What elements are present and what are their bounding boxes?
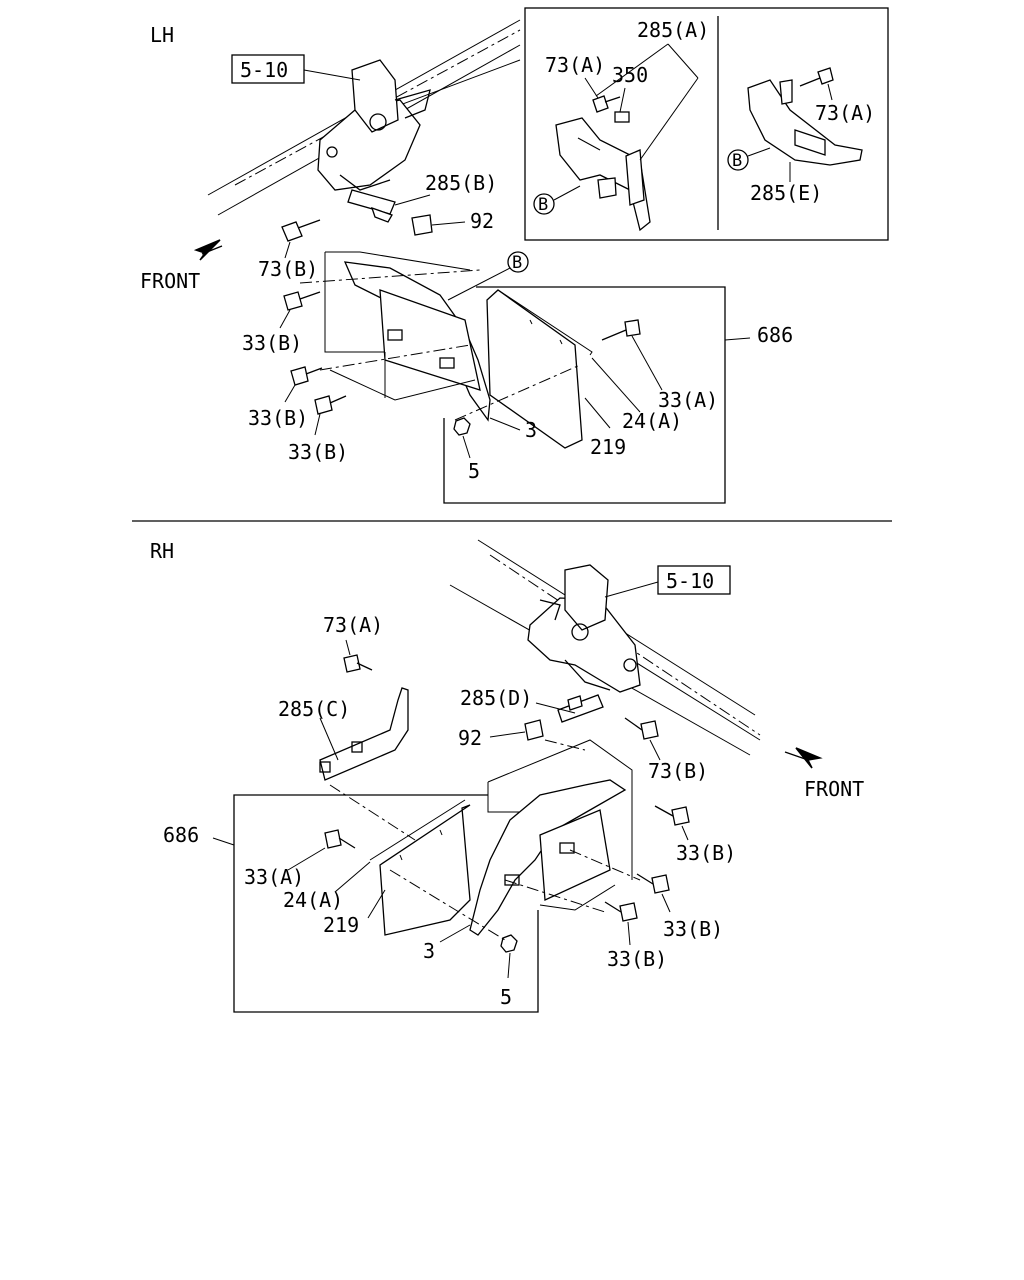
lh-side-label: LH [150, 23, 174, 47]
lh-inset-bolt-73a [592, 95, 609, 113]
lh-label-33b-2: 33(B) [248, 406, 308, 430]
lh-label-686: 686 [757, 323, 793, 347]
lh-bolt-33a [624, 319, 641, 337]
rh-label-33b-3: 33(B) [607, 947, 667, 971]
rh-label-3: 3 [423, 939, 435, 963]
lh-inset-label-350: 350 [612, 63, 648, 87]
rh-label-5: 5 [500, 985, 512, 1009]
lh-inset-label-73a-2: 73(A) [815, 101, 875, 125]
lh-inset-label-285e: 285(E) [750, 181, 822, 205]
rh-bolt-33b-1: 33(B) [654, 805, 736, 865]
lh-nut-5 [453, 417, 471, 436]
lh-inset-callout-b-2-label: B [732, 151, 742, 171]
lh-inset: 285(A) 73(A) 350 B 73(A) B 285(E) [524, 7, 889, 241]
rh-label-73b: 73(B) [648, 759, 708, 783]
rh-mudguard [329, 739, 641, 936]
rh-clip-92: 92 [458, 719, 544, 750]
rh-ref-box[interactable]: 5-10 [604, 565, 731, 598]
rh-bolt-33b-3: 33(B) [604, 901, 667, 971]
rh-kit-686: 686 33(A) 24(A) 219 3 5 [163, 794, 539, 1013]
lh-callout-b-label: B [512, 253, 522, 273]
lh-label-219: 219 [590, 435, 626, 459]
rh-section: RH 5-10 285(D) [150, 539, 864, 1013]
rh-label-33a: 33(A) [244, 865, 304, 889]
lh-bracket-285b: 285(B) [347, 171, 497, 223]
rh-front-label: FRONT [804, 777, 864, 801]
rh-bolt-33b-2: 33(B) [636, 873, 723, 941]
rh-label-92: 92 [458, 726, 482, 750]
rh-side-label: RH [150, 539, 174, 563]
lh-label-3: 3 [525, 418, 537, 442]
lh-front-arrow: FRONT [140, 239, 223, 293]
rh-label-24a: 24(A) [283, 888, 343, 912]
rh-bolt-73a: 73(A) [323, 613, 383, 673]
rh-bracket-285c: 285(C) [278, 687, 409, 781]
rh-mudflap-219 [379, 804, 471, 936]
lh-inset-callout-b-1 [533, 193, 555, 215]
lh-inset-label-350-part [614, 111, 630, 123]
lh-label-33b-1: 33(B) [242, 331, 302, 355]
lh-mudguard [299, 251, 491, 422]
lh-label-24a: 24(A) [622, 409, 682, 433]
rh-spring-hanger [527, 564, 641, 693]
lh-label-92: 92 [470, 209, 494, 233]
lh-inset-bracket-285a [555, 117, 651, 232]
lh-section: LH 5-10 285(B) [140, 7, 889, 504]
lh-label-285b: 285(B) [425, 171, 497, 195]
lh-label-33a: 33(A) [658, 388, 718, 412]
lh-inset-bolt-73a-2 [817, 67, 834, 85]
lh-inset-callout-b-2 [727, 149, 749, 171]
rh-ref-box-label: 5-10 [666, 569, 714, 593]
lh-label-33b-3: 33(B) [288, 440, 348, 464]
rh-label-285d: 285(D) [460, 686, 532, 710]
lh-spring-hanger [317, 59, 431, 191]
rh-label-73a: 73(A) [323, 613, 383, 637]
lh-front-label: FRONT [140, 269, 200, 293]
lh-label-73b: 73(B) [258, 257, 318, 281]
lh-inset-callout-b-1-label: B [538, 195, 548, 215]
lh-kit-686: 686 33(A) 24(A) 219 3 5 [443, 286, 793, 504]
lh-clip-92: 92 [411, 209, 494, 236]
rh-label-219: 219 [323, 913, 359, 937]
rh-bracket-285d: 285(D) [460, 686, 604, 723]
lh-bolt-33b-1: 33(B) [242, 291, 321, 355]
rh-bolt-73b: 73(B) [624, 717, 708, 783]
lh-callout-b: B [447, 251, 529, 301]
lh-ref-box-label: 5-10 [240, 58, 288, 82]
lh-label-5: 5 [468, 459, 480, 483]
rh-label-33b-1: 33(B) [676, 841, 736, 865]
rh-label-285c: 285(C) [278, 697, 350, 721]
lh-bolt-33b-2: 33(B) [248, 366, 323, 430]
lh-inset-label-73a-1: 73(A) [545, 53, 605, 77]
rh-label-686: 686 [163, 823, 199, 847]
rh-nut-5 [500, 934, 518, 953]
lh-ref-box[interactable]: 5-10 [231, 54, 361, 84]
lh-inset-label-285a: 285(A) [637, 18, 709, 42]
lh-bolt-33b-3: 33(B) [288, 395, 348, 464]
rh-front-arrow: FRONT [784, 747, 864, 801]
lh-bolt-73b: 73(B) [258, 219, 321, 281]
rh-label-33b-2: 33(B) [663, 917, 723, 941]
rh-bolt-33a [324, 829, 342, 849]
